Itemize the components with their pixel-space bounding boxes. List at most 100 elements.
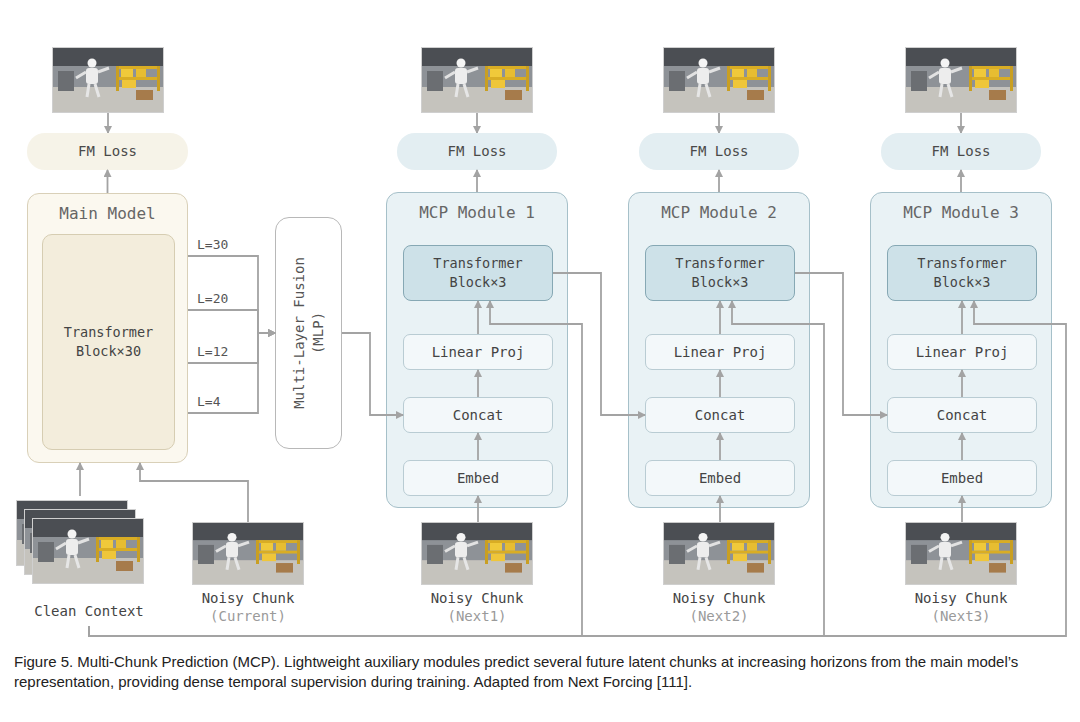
transformer-block: Transformer Block×3	[887, 245, 1037, 301]
connector	[961, 433, 963, 460]
target-arrow	[108, 113, 961, 133]
input-chunk: Noisy Chunk(Current)	[180, 522, 316, 626]
chunk-tag: (Next1)	[409, 607, 545, 625]
box-label: Linear Proj	[668, 343, 773, 362]
transformer-block: Transformer Block×30	[42, 234, 175, 450]
layer-box: Concat	[645, 397, 795, 433]
chunk-label: Clean Context	[14, 602, 164, 620]
module-box: MCP Module 2 Transformer Block×3Linear Pr…	[628, 192, 810, 508]
loss-box: FM Loss	[397, 133, 557, 170]
input-chunk: Clean Context	[14, 496, 164, 626]
connector	[719, 496, 721, 522]
module-title: MCP Module 1	[387, 193, 567, 223]
box-label: Embed	[693, 469, 747, 488]
box-label: FM Loss	[441, 142, 512, 161]
chunk-tag: (Next3)	[893, 607, 1029, 625]
layer-box: Linear Proj	[887, 334, 1037, 370]
box-label: Embed	[935, 469, 989, 488]
module-title: Main Model	[28, 194, 187, 224]
caption-group: Noisy Chunk(Next2)	[651, 589, 787, 625]
connector	[89, 301, 824, 636]
box-label: FM Loss	[72, 142, 143, 161]
connector	[188, 333, 275, 363]
layer-box: Embed	[887, 460, 1037, 496]
transformer-block: Transformer Block×3	[645, 245, 795, 301]
connector	[477, 301, 479, 334]
chunk-label: Noisy Chunk	[180, 589, 316, 607]
connector	[476, 170, 478, 192]
loss-box: FM Loss	[881, 133, 1041, 170]
input-chunk: Noisy Chunk(Next3)	[893, 522, 1029, 626]
photo	[16, 47, 1017, 585]
caption-group: Noisy Chunk(Current)	[180, 589, 316, 625]
input-chunk: Noisy Chunk(Next1)	[409, 522, 545, 626]
caption-group: Noisy Chunk(Next3)	[893, 589, 1029, 625]
layer-index: L=12	[197, 344, 228, 360]
chunk-label: Noisy Chunk	[651, 589, 787, 607]
layer-box: Embed	[403, 460, 553, 496]
module-title: MCP Module 2	[629, 193, 809, 223]
connector	[342, 333, 403, 415]
connector	[961, 496, 963, 522]
layer-box: Linear Proj	[403, 334, 553, 370]
box-label: Concat	[931, 406, 994, 425]
model-box: Main ModelTransformer Block×30	[27, 193, 188, 463]
caption-group: Clean Context	[14, 602, 164, 620]
box-label: Transformer Block×3	[646, 254, 794, 292]
fusion-box: Multi-Layer Fusion (MLP)	[275, 217, 342, 449]
chunk-label: Noisy Chunk	[409, 589, 545, 607]
connector	[107, 170, 109, 193]
box-label: Concat	[689, 406, 752, 425]
connector	[188, 256, 275, 333]
connector	[477, 433, 479, 460]
connector	[140, 463, 248, 522]
connector	[961, 370, 963, 397]
box-label: Concat	[447, 406, 510, 425]
connector	[718, 170, 720, 192]
box-label: Linear Proj	[910, 343, 1015, 362]
loss-box: FM Loss	[639, 133, 799, 170]
layer-index: L=30	[197, 237, 228, 253]
connector	[795, 273, 887, 415]
box-label: FM Loss	[925, 142, 996, 161]
chunk-tag: (Next2)	[651, 607, 787, 625]
connector	[961, 301, 963, 334]
box-label: Linear Proj	[426, 343, 531, 362]
connector	[89, 301, 1066, 636]
layer-index: L=20	[197, 291, 228, 307]
connector	[188, 310, 275, 333]
figure-caption: Figure 5. Multi-Chunk Prediction (MCP). …	[14, 652, 1066, 692]
chunk-tag: (Current)	[180, 607, 316, 625]
layer-box: Concat	[887, 397, 1037, 433]
caption-group: Noisy Chunk(Next1)	[409, 589, 545, 625]
layer-index: L=4	[197, 394, 220, 410]
box-label: Multi-Layer Fusion (MLP)	[290, 248, 328, 418]
connector	[553, 273, 645, 415]
module-box: MCP Module 1 Transformer Block×3Linear Pr…	[386, 192, 568, 508]
connector	[79, 463, 81, 496]
connector	[477, 496, 479, 522]
module-box: MCP Module 3 Transformer Block×3Linear Pr…	[870, 192, 1052, 508]
connector	[188, 333, 275, 413]
connector	[477, 370, 479, 397]
layer-box: Linear Proj	[645, 334, 795, 370]
layer-box: Embed	[645, 460, 795, 496]
connector	[719, 301, 721, 334]
loss-box: FM Loss	[27, 133, 188, 170]
connector	[89, 301, 582, 636]
box-label: FM Loss	[683, 142, 754, 161]
connector	[719, 433, 721, 460]
connector	[960, 170, 962, 192]
box-label: Transformer Block×3	[888, 254, 1036, 292]
box-label: Transformer Block×30	[43, 323, 174, 361]
chunk-label: Noisy Chunk	[893, 589, 1029, 607]
transformer-block: Transformer Block×3	[403, 245, 553, 301]
layer-box: Concat	[403, 397, 553, 433]
input-chunk: Noisy Chunk(Next2)	[651, 522, 787, 626]
box-label: Embed	[451, 469, 505, 488]
module-title: MCP Module 3	[871, 193, 1051, 223]
box-label: Transformer Block×3	[404, 254, 552, 292]
